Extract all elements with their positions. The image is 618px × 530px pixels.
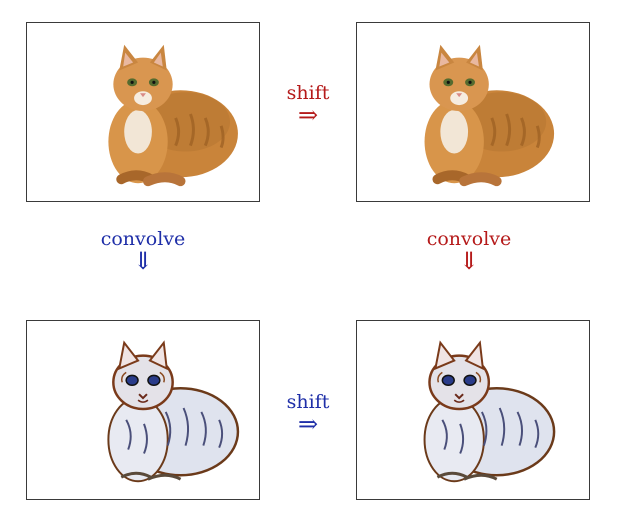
cat-photo-shifted bbox=[424, 44, 555, 187]
cat-convolved-shifted bbox=[423, 340, 556, 483]
right-double-arrow-icon: ⇒ bbox=[297, 410, 319, 438]
panel-convolved-image bbox=[26, 320, 260, 500]
shift-operation-bottom: shift ⇒ bbox=[270, 392, 346, 436]
cat-convolved bbox=[107, 340, 240, 483]
shift-label-bottom: shift bbox=[286, 391, 330, 413]
down-double-arrow-icon: ⇓ bbox=[132, 247, 154, 275]
down-double-arrow-icon: ⇓ bbox=[458, 247, 480, 275]
convolve-operation-right: convolve ⇓ bbox=[409, 229, 529, 273]
convolve-operation-left: convolve ⇓ bbox=[83, 229, 203, 273]
convolve-label-right: convolve bbox=[426, 228, 512, 250]
panel-shifted-image bbox=[356, 22, 590, 202]
shift-operation-top: shift ⇒ bbox=[270, 83, 346, 127]
panel-original-image bbox=[26, 22, 260, 202]
shift-label-top: shift bbox=[286, 82, 330, 104]
convolve-label-left: convolve bbox=[100, 228, 186, 250]
panel-convolved-shifted-image bbox=[356, 320, 590, 500]
cat-photo bbox=[108, 44, 238, 187]
right-double-arrow-icon: ⇒ bbox=[297, 101, 319, 129]
